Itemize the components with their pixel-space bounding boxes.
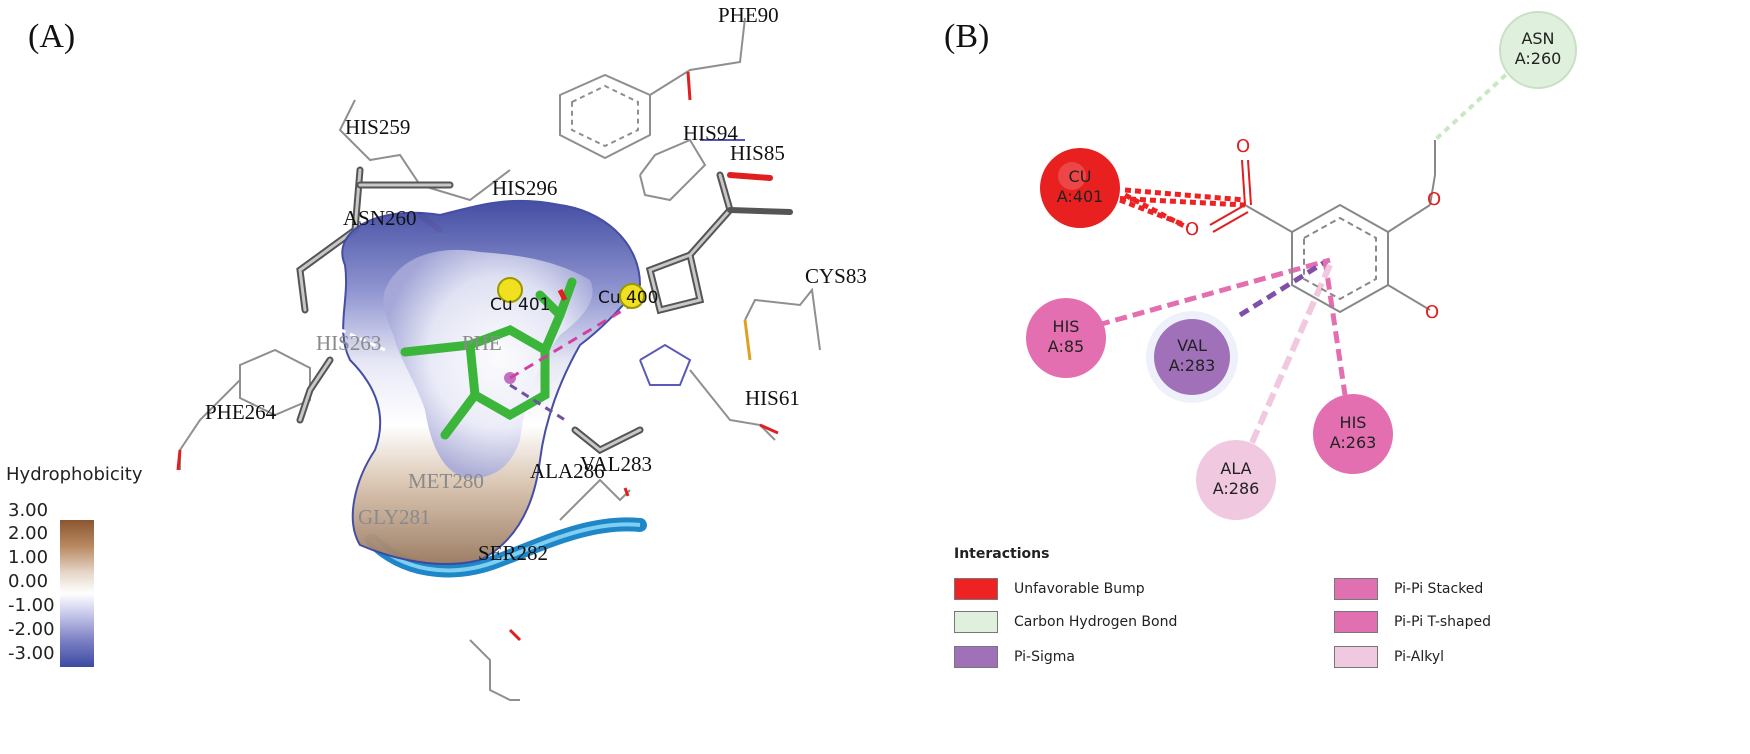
residue-label-his94: HIS94 [683,121,738,145]
legend-swatch [1334,578,1378,600]
unfavorable-bump-line [1109,195,1246,208]
cu401-sphere [497,277,523,303]
scale-tick: -3.00 [8,643,55,664]
backbone-ribbon-highlight [370,522,641,573]
panel-b-2d-interaction-diagram: (B) O O O O [920,0,1750,754]
wireframe-residues [176,17,821,701]
node-asn260: ASN A:260 [1499,11,1577,89]
legend-item: Pi-Sigma [954,645,1075,669]
residue-label-his296: HIS296 [492,176,557,200]
node-his85: HIS A:85 [1026,298,1106,378]
residue-label-asn260: ASN260 [343,206,417,230]
pi-pi-t-shaped-line [1097,257,1331,328]
interaction-diagram: O O O O ASN A:260 CU A:401 HIS A:85 VAL … [1026,11,1577,520]
carbon-hydrogen-bond-line [1433,58,1524,142]
legend-item: Carbon Hydrogen Bond [954,610,1177,634]
hydrophobicity-colorbar [60,520,94,667]
binding-pocket-3d-render: Cu 401 Cu 400 PHE90 HIS259 HIS94 HIS85 H… [176,3,867,701]
svg-text:ASN: ASN [1521,29,1554,48]
ligand-sticks [400,277,577,440]
oxygen-atom: O [1236,136,1250,157]
residue-label-ala286: ALA286 [530,459,605,483]
legend-item: Pi-Pi T-shaped [1334,610,1491,634]
panel-a-label: (A) [28,18,76,55]
cu400-sphere [619,283,645,309]
svg-text:HIS: HIS [1340,413,1367,432]
carboxyl-group [1209,159,1252,233]
phe90-ring [559,73,651,160]
residue-label-phe90: PHE90 [718,3,779,27]
pi-alkyl-line [1237,263,1333,472]
svg-text:CU: CU [1069,167,1092,186]
svg-text:HIS: HIS [1053,317,1080,336]
unfavorable-bump-line [1119,197,1186,228]
scale-tick: 0.00 [8,571,49,592]
panel-b-label: (B) [944,18,990,55]
pi-pi-stacked-line [1322,259,1348,396]
ligand-skeleton [1244,140,1436,314]
residue-label-phe264: PHE264 [205,400,277,424]
residue-label-his263: HIS263 [316,331,381,355]
residue-label-phe: PHE [462,331,502,355]
oxygen-atom: O [1427,189,1441,210]
pocket-cavity [383,249,593,479]
svg-text:VAL: VAL [1177,336,1207,355]
pi-sigma-line [1238,259,1327,318]
panel-a-3d-view: (A) [6,3,867,701]
hydrophobicity-scale-title: Hydrophobicity [6,464,143,485]
node-cu401: CU A:401 [1040,148,1120,228]
unfavorable-bump-line [1124,187,1246,203]
node-his263: HIS A:263 [1313,394,1393,474]
scale-tick: -1.00 [8,595,55,616]
oxygen-atom: O [1425,302,1439,323]
svg-text:A:401: A:401 [1057,187,1104,206]
scale-tick: -2.00 [8,619,55,640]
residue-label-his259: HIS259 [345,115,410,139]
node-ala286: ALA A:286 [1196,440,1276,520]
legend-swatch [954,646,998,668]
residue-label-cys83: CYS83 [805,264,867,288]
residue-label-ser282: SER282 [478,541,548,565]
svg-text:ALA: ALA [1220,459,1251,478]
svg-text:A:263: A:263 [1330,433,1377,452]
residue-label-his85: HIS85 [730,141,785,165]
scale-tick: 3.00 [8,500,49,521]
svg-text:A:260: A:260 [1515,49,1562,68]
pi-sigma-line [509,383,566,422]
legend-swatch [954,611,998,633]
scale-tick: 1.00 [8,547,49,568]
svg-text:A:283: A:283 [1169,356,1216,375]
cu401-label: Cu 401 [490,295,551,315]
node-val283: VAL A:283 [1146,311,1238,403]
residue-label-gly281: GLY281 [358,505,431,529]
residue-label-met280: MET280 [408,469,484,493]
legend-title: Interactions [954,546,1050,562]
svg-text:A:286: A:286 [1213,479,1260,498]
legend-item: Unfavorable Bump [954,577,1145,601]
legend-swatch [1334,611,1378,633]
svg-text:A:85: A:85 [1048,337,1084,356]
residue-label-his61: HIS61 [745,386,800,410]
residue-label-val283: VAL283 [580,452,652,476]
cu400-label: Cu 400 [598,288,659,308]
scale-tick: 2.00 [8,523,49,544]
ligand-oxygen [557,288,568,302]
legend-swatch [1334,646,1378,668]
legend-item: Pi-Alkyl [1334,645,1444,669]
legend-item: Pi-Pi Stacked [1334,577,1483,601]
legend-swatch [954,578,998,600]
oxygen-atom: O [1185,219,1199,240]
pi-interaction-line [509,298,641,380]
